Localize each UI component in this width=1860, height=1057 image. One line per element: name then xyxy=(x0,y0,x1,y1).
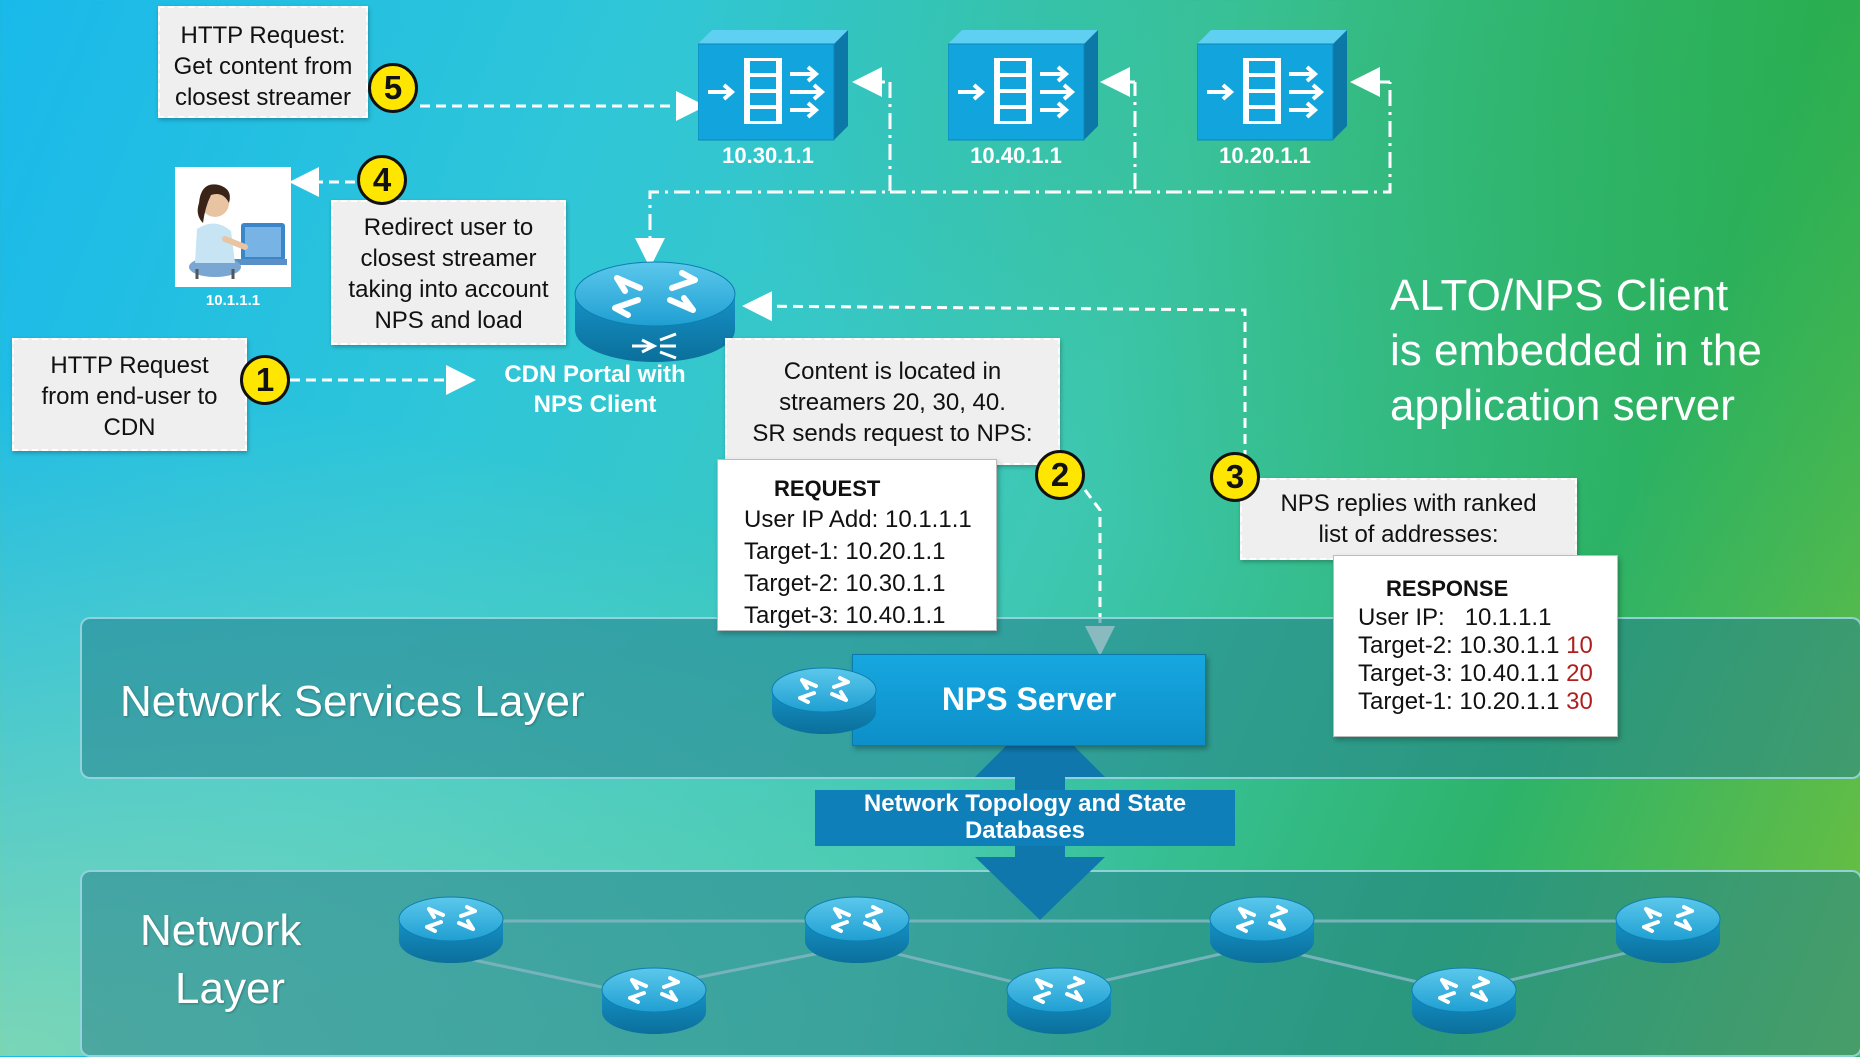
network-router-icon xyxy=(600,966,708,1036)
step2-arrow xyxy=(1083,489,1115,656)
step5-note: HTTP Request: Get content from closest s… xyxy=(158,6,368,118)
response-row-label: Target-1: 10.20.1.1 xyxy=(1358,688,1567,715)
nps-router-icon xyxy=(770,666,878,736)
request-title: REQUEST xyxy=(774,476,881,501)
streamer-icon xyxy=(698,30,850,142)
streamer-icon xyxy=(1197,30,1349,142)
network-router-icon xyxy=(803,895,911,965)
response-row-label: Target-2: 10.30.1.1 xyxy=(1358,632,1567,659)
step-3-badge: 3 xyxy=(1210,452,1260,502)
databases-label-line-1: Network Topology and State xyxy=(863,790,1187,817)
network-layer-box xyxy=(80,870,1860,1057)
step-2-badge: 2 xyxy=(1035,450,1085,500)
step4-note-line-4: NPS and load xyxy=(374,307,523,334)
network-router-icon xyxy=(1005,966,1113,1036)
step2-note: Content is located in streamers 20, 30, … xyxy=(725,338,1060,465)
step4-note-line-1: Redirect user to xyxy=(363,214,534,241)
step4-note-line-3: taking into account xyxy=(348,276,549,303)
alto-note-line-2: is embedded in the xyxy=(1390,326,1762,375)
step5-note-line-2: Get content from xyxy=(173,53,353,80)
step3-note-line-1: NPS replies with ranked xyxy=(1280,490,1537,517)
cdn-portal-label: CDN Portal with NPS Client xyxy=(480,360,710,420)
step3-arrow xyxy=(742,291,1247,460)
step1-note: HTTP Request from end-user to CDN xyxy=(12,338,247,451)
network-router-icon xyxy=(1614,895,1722,965)
streamer-ip-label: 10.20.1.1 xyxy=(1219,143,1311,168)
step-1-badge: 1 xyxy=(240,355,290,405)
request-line: Target-1: 10.20.1.1 xyxy=(744,538,946,565)
databases-label-line-2: Databases xyxy=(964,817,1086,844)
step5-note-line-1: HTTP Request: xyxy=(180,22,346,49)
step3-note: NPS replies with ranked list of addresse… xyxy=(1240,478,1577,560)
cdn-portal-label-line-1: CDN Portal with xyxy=(504,361,686,388)
step2-note-line-3: SR sends request to NPS: xyxy=(752,420,1033,447)
step5-note-line-3: closest streamer xyxy=(174,84,352,111)
step2-note-line-2: streamers 20, 30, 40. xyxy=(779,389,1006,416)
network-router-icon xyxy=(397,895,505,965)
step1-note-line-1: HTTP Request xyxy=(50,352,209,379)
response-row-rank: 30 xyxy=(1566,688,1593,715)
streamer-icon xyxy=(948,30,1100,142)
end-user-ip: 10.1.1.1 xyxy=(205,292,261,309)
step3-note-line-2: list of addresses: xyxy=(1318,521,1499,548)
request-panel: REQUEST User IP Add: 10.1.1.1 Target-1: … xyxy=(717,459,997,631)
streamer-ip-label: 10.30.1.1 xyxy=(722,143,814,168)
step-4-badge: 4 xyxy=(357,155,407,205)
cdn-portal-label-line-2: NPS Client xyxy=(533,391,657,418)
nps-server: NPS Server xyxy=(852,654,1206,746)
response-row-rank: 10 xyxy=(1566,632,1593,659)
step4-note-line-2: closest streamer xyxy=(360,245,537,272)
end-user-image xyxy=(175,167,291,287)
network-layer-title-2: Layer xyxy=(175,964,286,1013)
response-row: Target-1: 10.20.1.1 30 xyxy=(1358,688,1617,716)
step1-note-line-2: from end-user to xyxy=(41,383,218,410)
step2-note-line-1: Content is located in xyxy=(783,358,1002,385)
network-router-icon xyxy=(1208,895,1316,965)
alto-note-line-1: ALTO/NPS Client xyxy=(1390,271,1729,320)
response-row: Target-2: 10.30.1.1 10 xyxy=(1358,632,1617,660)
step1-note-line-3: CDN xyxy=(103,414,156,441)
step-5-badge: 5 xyxy=(368,63,418,113)
network-router-icon xyxy=(1410,966,1518,1036)
response-title: RESPONSE xyxy=(1386,576,1509,601)
response-row-rank: 20 xyxy=(1566,660,1593,687)
streamer-ip-label: 10.40.1.1 xyxy=(970,143,1062,168)
cdn-portal-router-icon xyxy=(574,261,736,362)
request-line: Target-3: 10.40.1.1 xyxy=(744,602,946,629)
step4-note: Redirect user to closest streamer taking… xyxy=(331,200,566,345)
network-services-layer-title: Network Services Layer xyxy=(120,677,585,726)
response-panel: RESPONSE User IP: 10.1.1.1 Target-2: 10.… xyxy=(1333,555,1618,737)
streamer-feed-lines xyxy=(635,67,1392,268)
alto-note-line-3: application server xyxy=(1390,381,1735,430)
alto-client-note: ALTO/NPS Client is embedded in the appli… xyxy=(1390,268,1762,433)
databases-label: Network Topology and State Databases xyxy=(815,790,1235,846)
user-at-computer-icon xyxy=(189,184,287,279)
response-row: Target-3: 10.40.1.1 20 xyxy=(1358,660,1617,688)
network-layer-title-1: Network xyxy=(140,906,302,955)
response-user-line: User IP: 10.1.1.1 xyxy=(1358,604,1552,631)
response-row-label: Target-3: 10.40.1.1 xyxy=(1358,660,1567,687)
request-line: User IP Add: 10.1.1.1 xyxy=(744,506,972,533)
request-line: Target-2: 10.30.1.1 xyxy=(744,570,946,597)
